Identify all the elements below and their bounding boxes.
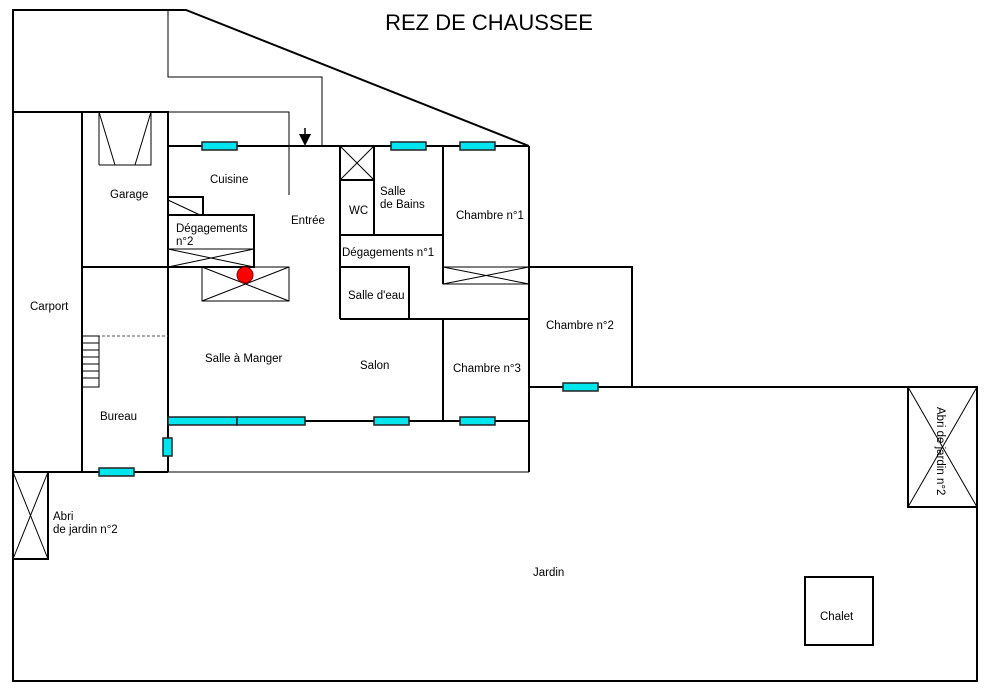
red-dot-icon [236, 266, 254, 284]
label-salle-a-manger: Salle à Manger [205, 353, 283, 365]
arrow-down-icon [299, 128, 311, 146]
window [236, 416, 306, 426]
garden-shed-right [907, 386, 978, 508]
label-abri-left: Abri [53, 511, 73, 523]
label-wc: WC [349, 205, 368, 217]
label-salle-de-bains-line2: de Bains [380, 199, 425, 211]
carport-area [12, 111, 83, 473]
label-salle-de-bains: Salle [380, 186, 406, 198]
label-abri-left-line2: de jardin n°2 [53, 524, 118, 536]
window [98, 467, 135, 477]
label-cuisine: Cuisine [210, 174, 248, 186]
window [459, 416, 496, 426]
window [373, 416, 410, 426]
window [562, 382, 599, 392]
label-degagements2: Dégagements [176, 223, 248, 235]
chalet-area [804, 576, 874, 646]
label-chalet: Chalet [820, 611, 854, 623]
property-outline [12, 9, 978, 682]
label-bureau: Bureau [100, 411, 137, 423]
label-chambre2: Chambre n°2 [546, 320, 614, 332]
plan-title: REZ DE CHAUSSEE [385, 10, 593, 35]
window [459, 141, 496, 151]
label-entree: Entrée [291, 215, 325, 227]
window [201, 141, 238, 151]
label-salon: Salon [360, 360, 389, 372]
label-jardin: Jardin [533, 567, 564, 579]
window [390, 141, 427, 151]
staircase [81, 335, 100, 388]
windows [98, 141, 599, 477]
label-chambre3: Chambre n°3 [453, 363, 521, 375]
label-garage: Garage [110, 189, 148, 201]
label-degagements1: Dégagements n°1 [342, 247, 434, 259]
garden-shed-left [12, 471, 49, 560]
label-chambre1: Chambre n°1 [456, 210, 524, 222]
label-abri-right: Abri de jardin n°2 [934, 407, 946, 495]
label-degagements2-line2: n°2 [176, 236, 193, 248]
label-carport: Carport [30, 301, 69, 313]
window [162, 437, 173, 457]
window [167, 416, 238, 426]
label-salle-deau: Salle d'eau [348, 290, 405, 302]
